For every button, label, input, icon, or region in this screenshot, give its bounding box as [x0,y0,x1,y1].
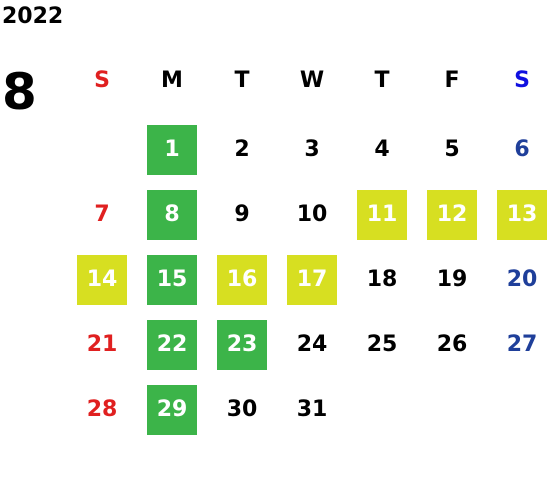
day-cell-29[interactable]: 29 [147,385,197,435]
day-cell-25[interactable]: 25 [366,332,398,357]
year-label: 2022 [2,4,64,29]
day-cell-22[interactable]: 22 [147,320,197,370]
day-cell-24[interactable]: 24 [296,332,328,357]
day-cell-13[interactable]: 13 [497,190,547,240]
day-cell-26[interactable]: 26 [436,332,468,357]
day-cell-17[interactable]: 17 [287,255,337,305]
day-cell-12[interactable]: 12 [427,190,477,240]
day-cell-27[interactable]: 27 [506,332,538,357]
day-cell-7[interactable]: 7 [94,202,110,227]
day-cell-8[interactable]: 8 [147,190,197,240]
month-number: 8 [2,63,37,121]
day-cell-6[interactable]: 6 [514,137,530,162]
day-cell-23[interactable]: 23 [217,320,267,370]
day-cell-9[interactable]: 9 [234,202,250,227]
weekday-header-tuesday: T [234,68,250,93]
day-cell-21[interactable]: 21 [86,332,118,357]
day-cell-14[interactable]: 14 [77,255,127,305]
weekday-header-wednesday: W [299,68,325,93]
day-cell-11[interactable]: 11 [357,190,407,240]
day-cell-20[interactable]: 20 [506,267,538,292]
weekday-header-friday: F [444,68,460,93]
day-cell-31[interactable]: 31 [296,397,328,422]
weekday-header-saturday: S [514,68,530,93]
day-cell-28[interactable]: 28 [86,397,118,422]
day-cell-4[interactable]: 4 [374,137,390,162]
day-cell-2[interactable]: 2 [234,137,250,162]
weekday-header-monday: M [161,68,183,93]
weekday-header-thursday: T [374,68,390,93]
day-cell-10[interactable]: 10 [296,202,328,227]
day-cell-5[interactable]: 5 [444,137,460,162]
day-cell-19[interactable]: 19 [436,267,468,292]
day-cell-1[interactable]: 1 [147,125,197,175]
day-cell-30[interactable]: 30 [226,397,258,422]
day-cell-16[interactable]: 16 [217,255,267,305]
day-cell-3[interactable]: 3 [304,137,320,162]
weekday-header-sunday: S [94,68,110,93]
day-cell-18[interactable]: 18 [366,267,398,292]
day-cell-15[interactable]: 15 [147,255,197,305]
